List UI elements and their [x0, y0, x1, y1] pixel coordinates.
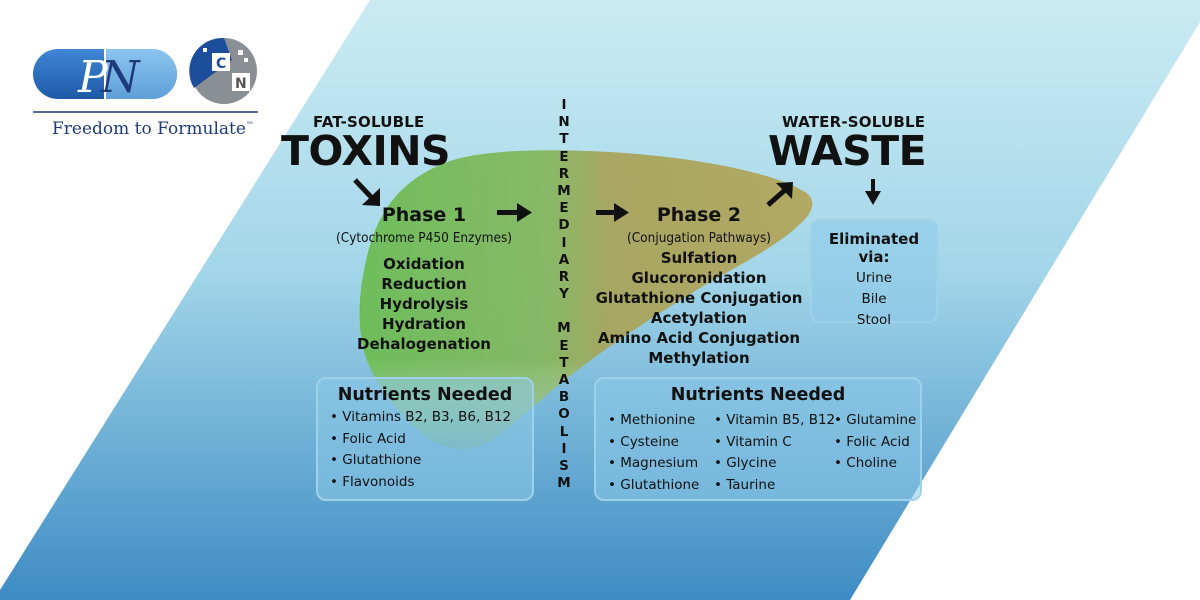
letter-gap [554, 303, 574, 320]
list-item: Folic Acid [834, 432, 916, 454]
phase2-list: Sulfation Glucoronidation Glutathione Co… [588, 248, 810, 368]
list-item: Flavonoids [330, 472, 532, 494]
list-item: Amino Acid Conjugation [597, 329, 801, 347]
fat-soluble-label: FAT-SOLUBLE [313, 113, 425, 131]
svg-text:N: N [235, 76, 247, 92]
list-item: Vitamin C [714, 432, 835, 454]
nutrients-phase2-col1: Methionine Cysteine Magnesium Glutathion… [608, 410, 699, 496]
elimination-title: Eliminated via: [828, 230, 920, 266]
list-item: Vitamins B2, B3, B6, B12 [330, 407, 532, 429]
nutrients-phase1-box: Nutrients Needed Vitamins B2, B3, B6, B1… [316, 377, 534, 501]
phase1-title: Phase 1 [381, 204, 467, 226]
vertical-letter: N [558, 114, 570, 131]
vertical-letter: D [558, 217, 570, 234]
vertical-letter: S [559, 458, 569, 475]
list-item: Glutathione [608, 475, 699, 497]
vertical-letter: M [557, 475, 571, 492]
vertical-letter: R [558, 165, 570, 182]
list-item: Bile [861, 291, 887, 307]
nutrients-phase2-title: Nutrients Needed [670, 385, 846, 405]
phase2-block: Phase 2 (Conjugation Pathways) Sulfation… [588, 204, 810, 368]
list-item: Glutathione [330, 450, 532, 472]
nutrients-phase2-col3: Glutamine Folic Acid Choline [834, 410, 916, 475]
vertical-letter: T [559, 354, 569, 371]
vertical-letter: L [559, 423, 569, 440]
brand-tagline: Freedom to Formulate™ [52, 119, 254, 139]
vertical-letter: R [558, 269, 570, 286]
vertical-letter: B [558, 389, 570, 406]
svg-text:P: P [77, 52, 109, 103]
phase1-block: Phase 1 (Cytochrome P450 Enzymes) Oxidat… [320, 204, 528, 354]
list-item: Hydration [382, 315, 466, 333]
elimination-box: Eliminated via: Urine Bile Stool [810, 219, 938, 328]
phase2-title: Phase 2 [656, 204, 742, 226]
vertical-letter: E [559, 337, 569, 354]
vertical-letter: T [559, 131, 569, 148]
waste-heading: WASTE [768, 127, 927, 175]
vertical-letter: I [561, 234, 567, 251]
list-item: Choline [834, 453, 916, 475]
list-item: Glutamine [834, 410, 916, 432]
list-item: Vitamin B5, B12 [714, 410, 835, 432]
cn-badge-icon: C N [189, 37, 257, 104]
vertical-letter: I [561, 440, 567, 457]
list-item: Hydrolysis [379, 295, 469, 313]
elimination-list: Urine Bile Stool [812, 268, 936, 331]
vertical-letter: A [558, 251, 570, 268]
list-item: Taurine [714, 475, 835, 497]
phase1-subtitle: (Cytochrome P450 Enzymes) [335, 230, 513, 246]
list-item: Acetylation [650, 309, 748, 327]
nutrients-phase2-box: Nutrients Needed Methionine Cysteine Mag… [594, 377, 922, 501]
phase1-list: Oxidation Reduction Hydrolysis Hydration… [320, 254, 528, 354]
nutrients-phase2-col2: Vitamin B5, B12 Vitamin C Glycine Taurin… [714, 410, 835, 496]
list-item: Glycine [714, 453, 835, 475]
nutrients-phase1-title: Nutrients Needed [337, 385, 513, 405]
list-item: Magnesium [608, 453, 699, 475]
vertical-letter: E [559, 148, 569, 165]
vertical-letter: O [558, 406, 570, 423]
list-item: Methylation [648, 349, 750, 367]
vertical-letter: M [557, 320, 571, 337]
arrow-waste-down-icon [865, 179, 881, 205]
list-item: Glutathione Conjugation [595, 289, 803, 307]
list-item: Oxidation [383, 255, 465, 273]
list-item: Sulfation [660, 249, 738, 267]
phase2-subtitle: (Conjugation Pathways) [626, 230, 772, 246]
vertical-letter: M [557, 183, 571, 200]
brand-logo-icon: P N [33, 49, 177, 103]
list-item: Glucoronidation [631, 269, 767, 287]
svg-text:N: N [100, 52, 141, 103]
arrow-phase1-to-metabolism-icon [497, 203, 532, 222]
toxins-heading: TOXINS [281, 127, 451, 175]
list-item: Methionine [608, 410, 699, 432]
vertical-letter: E [559, 200, 569, 217]
arrow-toxins-to-phase1-icon [353, 178, 380, 206]
list-item: Stool [856, 312, 892, 328]
list-item: Dehalogenation [357, 335, 491, 353]
list-item: Reduction [381, 275, 467, 293]
list-item: Urine [855, 270, 893, 286]
vertical-letter: I [561, 97, 567, 113]
list-item: Folic Acid [330, 429, 532, 451]
vertical-letter: A [558, 372, 570, 389]
trademark-mark: ™ [245, 120, 254, 130]
water-soluble-label: WATER-SOLUBLE [782, 113, 926, 131]
list-item: Cysteine [608, 432, 699, 454]
vertical-letter: Y [559, 286, 569, 303]
arrow-phase2-to-waste-icon [766, 182, 793, 207]
svg-text:C: C [216, 56, 226, 72]
nutrients-phase1-list: Vitamins B2, B3, B6, B12 Folic Acid Glut… [330, 407, 532, 493]
arrow-metabolism-to-phase2-icon [596, 203, 629, 222]
